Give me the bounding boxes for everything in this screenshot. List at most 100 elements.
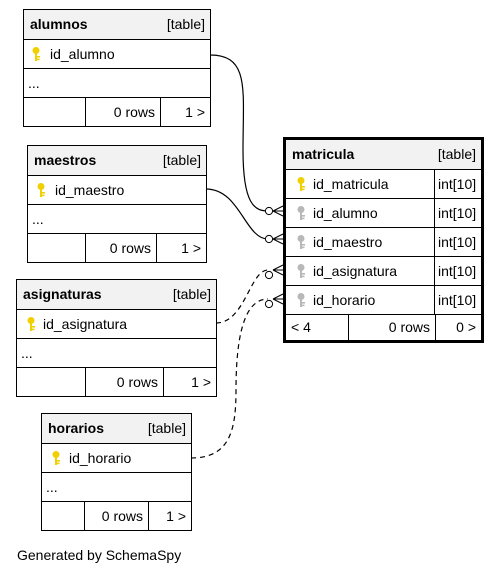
- parents-cell: [17, 368, 85, 396]
- primary-key-icon: [25, 316, 37, 337]
- more-columns-row: ...: [42, 472, 191, 501]
- table-name: maestros: [34, 152, 97, 168]
- children-cell: 0 >: [435, 315, 481, 340]
- column-name: id_horario: [69, 450, 132, 466]
- column-name: id_matricula: [313, 176, 389, 192]
- table-footer: 0 rows 1 >: [17, 367, 216, 396]
- table-header: asignaturas [table]: [17, 280, 216, 309]
- table-header: matricula [table]: [286, 140, 481, 169]
- primary-key-icon: [50, 450, 62, 471]
- parents-cell[interactable]: < 4: [286, 315, 348, 340]
- table-asignaturas[interactable]: asignaturas [table] id_asignatura ... 0 …: [16, 279, 217, 397]
- table-name: asignaturas: [23, 286, 102, 302]
- children-cell[interactable]: 1 >: [148, 502, 191, 530]
- relation-end-maestro: [264, 233, 284, 245]
- row-count: 0 rows: [101, 508, 143, 524]
- relation-end-alumno: [264, 205, 284, 217]
- table-alumnos[interactable]: alumnos [table] id_alumno ... 0 rows 1 >: [23, 9, 211, 127]
- column-name: id_asignatura: [43, 316, 128, 332]
- foreign-key-icon: [295, 292, 307, 313]
- primary-key-icon: [295, 176, 307, 197]
- foreign-key-icon: [295, 263, 307, 284]
- rows-cell: 0 rows: [85, 368, 163, 396]
- column-name: id_maestro: [55, 182, 125, 198]
- foreign-key-icon: [295, 205, 307, 226]
- children-count: 1 >: [181, 240, 201, 256]
- row-count: 0 rows: [388, 319, 430, 335]
- rows-cell: 0 rows: [84, 502, 148, 530]
- table-header: horarios [table]: [42, 414, 191, 443]
- children-count: 0 >: [456, 319, 476, 335]
- table-kind: [table]: [172, 286, 211, 302]
- ellipsis: ...: [28, 75, 40, 91]
- column-type: int[10]: [434, 170, 481, 198]
- more-columns-row: ...: [17, 338, 216, 367]
- row-count: 0 rows: [113, 104, 155, 120]
- parents-cell: [24, 98, 85, 126]
- table-matricula[interactable]: matricula [table] id_matricula int[10] i…: [283, 137, 484, 343]
- relation-end-horario: [264, 293, 284, 309]
- column-type: int[10]: [434, 199, 481, 227]
- table-maestros[interactable]: maestros [table] id_maestro ... 0 rows 1…: [27, 145, 207, 263]
- column-row[interactable]: id_alumno: [24, 39, 210, 68]
- column-name: id_alumno: [50, 46, 115, 62]
- row-count: 0 rows: [109, 240, 151, 256]
- relation-alumnos: [209, 54, 269, 212]
- table-name: matricula: [292, 146, 355, 162]
- table-kind: [table]: [166, 16, 205, 32]
- column-row[interactable]: id_maestro int[10]: [286, 227, 481, 256]
- children-cell[interactable]: 1 >: [156, 234, 206, 262]
- column-row[interactable]: id_asignatura int[10]: [286, 256, 481, 285]
- relation-end-asignatura: [264, 264, 284, 280]
- column-name: id_horario: [313, 292, 376, 308]
- relation-asignaturas: [215, 269, 269, 324]
- column-row[interactable]: id_maestro: [28, 175, 206, 204]
- column-row[interactable]: id_horario: [42, 443, 191, 472]
- ellipsis: ...: [21, 345, 33, 361]
- children-count: 1 >: [185, 104, 205, 120]
- rows-cell: 0 rows: [348, 315, 435, 340]
- table-footer: 0 rows 1 >: [42, 501, 191, 530]
- children-count: 1 >: [166, 508, 186, 524]
- children-count: 1 >: [191, 374, 211, 390]
- relation-horarios: [190, 298, 269, 459]
- primary-key-icon: [35, 182, 47, 203]
- more-columns-row: ...: [24, 68, 210, 97]
- more-columns-row: ...: [28, 204, 206, 233]
- parents-cell: [28, 234, 85, 262]
- children-cell[interactable]: 1 >: [160, 98, 210, 126]
- table-name: horarios: [48, 420, 105, 436]
- parents-cell: [42, 502, 84, 530]
- table-name: alumnos: [30, 16, 88, 32]
- primary-key-icon: [30, 46, 42, 67]
- column-row[interactable]: id_asignatura: [17, 309, 216, 338]
- generated-by-label: Generated by SchemaSpy: [17, 547, 182, 563]
- table-kind: [table]: [437, 146, 476, 162]
- foreign-key-icon: [295, 234, 307, 255]
- column-row[interactable]: id_alumno int[10]: [286, 198, 481, 227]
- ellipsis: ...: [32, 211, 44, 227]
- table-footer: < 4 0 rows 0 >: [286, 314, 481, 340]
- column-row[interactable]: id_matricula int[10]: [286, 169, 481, 198]
- column-name: id_alumno: [313, 205, 378, 221]
- column-type: int[10]: [434, 257, 481, 285]
- table-header: maestros [table]: [28, 146, 206, 175]
- ellipsis: ...: [46, 479, 58, 495]
- rows-cell: 0 rows: [85, 234, 156, 262]
- row-count: 0 rows: [116, 374, 158, 390]
- parents-count: < 4: [291, 319, 311, 335]
- table-kind: [table]: [147, 420, 186, 436]
- table-kind: [table]: [162, 152, 201, 168]
- children-cell[interactable]: 1 >: [163, 368, 216, 396]
- column-name: id_maestro: [313, 234, 383, 250]
- column-name: id_asignatura: [313, 263, 398, 279]
- table-footer: 0 rows 1 >: [28, 233, 206, 262]
- relation-maestros: [205, 188, 269, 240]
- column-type: int[10]: [434, 228, 481, 256]
- table-footer: 0 rows 1 >: [24, 97, 210, 126]
- column-row[interactable]: id_horario int[10]: [286, 285, 481, 314]
- table-horarios[interactable]: horarios [table] id_horario ... 0 rows 1…: [41, 413, 192, 531]
- table-header: alumnos [table]: [24, 10, 210, 39]
- column-type: int[10]: [434, 286, 481, 314]
